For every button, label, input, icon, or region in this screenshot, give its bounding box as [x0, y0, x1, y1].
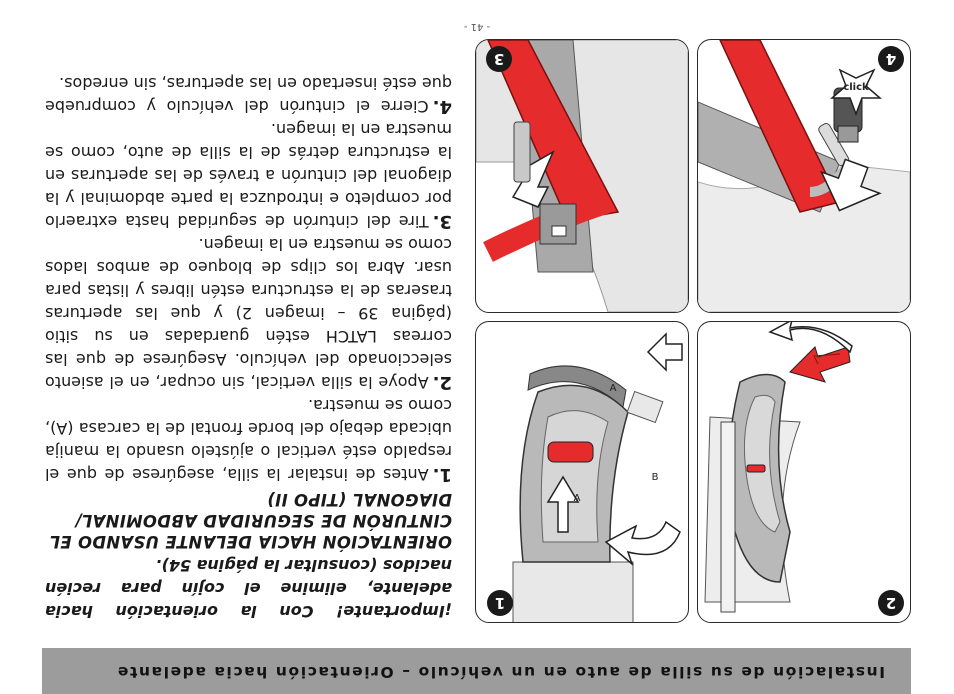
- figure-4: click 4: [697, 39, 911, 313]
- step-number: 3.: [432, 211, 452, 232]
- step-number: 4.: [432, 96, 452, 117]
- figure-1: A B A 1: [475, 321, 689, 623]
- arrow-down-icon: [546, 475, 580, 533]
- vehicle-headrest-post: [720, 421, 736, 613]
- step-text: Apoye la silla vertical, sin ocupar, en …: [45, 235, 452, 392]
- lock-clip: [789, 346, 851, 383]
- figure-3: 3: [475, 39, 689, 313]
- section-title: ORIENTACIÓN HACIA DELANTE USANDO EL CINT…: [49, 490, 452, 551]
- important-note: ¡Importante! Con la orientación hacia ad…: [45, 556, 452, 621]
- header-title: Instalación de su silla de auto en un ve…: [116, 663, 885, 681]
- step-3: 3.Tire del cinturón de seguridad hasta e…: [45, 118, 452, 233]
- arrow-icon: [511, 150, 555, 208]
- step-text: Tire del cinturón de seguridad hasta ext…: [45, 120, 452, 231]
- recline-handle: [547, 441, 594, 463]
- figure-4-illustration: click: [697, 39, 911, 313]
- step-2: 2.Apoye la silla vertical, sin ocupar, e…: [45, 233, 452, 394]
- figure-1-label: A: [610, 383, 617, 394]
- belt-buckle: [539, 203, 577, 245]
- instruction-column: ¡Importante! Con la orientación hacia ad…: [45, 72, 452, 623]
- arrow-icon: [820, 158, 882, 212]
- figure-1-illustration: A B A: [512, 332, 683, 623]
- step-text: Cierre el cinturón del vehículo y compru…: [45, 74, 452, 116]
- figure-1-label: A: [574, 493, 581, 504]
- figure-1-badge: 1: [487, 590, 513, 616]
- figure-3-illustration: [475, 39, 689, 313]
- step-number: 2.: [432, 372, 452, 393]
- step-1: 1.Antes de instalar la silla, asegúrese …: [45, 394, 452, 486]
- rotate-arrow-icon: [604, 520, 681, 567]
- page-number: - 41 -: [463, 21, 491, 32]
- step-number: 1.: [432, 464, 452, 485]
- click-burst-icon: [829, 68, 883, 117]
- step-4: 4.Cierre el cinturón del vehículo y comp…: [45, 72, 452, 118]
- figure-3-badge: 3: [486, 46, 512, 72]
- figure-2-illustration: [704, 321, 853, 613]
- figure-2-badge: 2: [878, 590, 904, 616]
- figure-4-badge: 4: [878, 46, 904, 72]
- arrow-right-icon: [646, 332, 683, 372]
- click-label: click: [843, 82, 869, 93]
- step-text: Antes de instalar la silla, asegúrese de…: [45, 396, 452, 484]
- curved-arrow-icon: [768, 321, 853, 354]
- figure-1-label: B: [652, 472, 659, 483]
- seat-belt: [718, 39, 842, 213]
- header-bar: Instalación de su silla de auto en un ve…: [42, 648, 911, 694]
- figure-2: 2: [697, 321, 911, 623]
